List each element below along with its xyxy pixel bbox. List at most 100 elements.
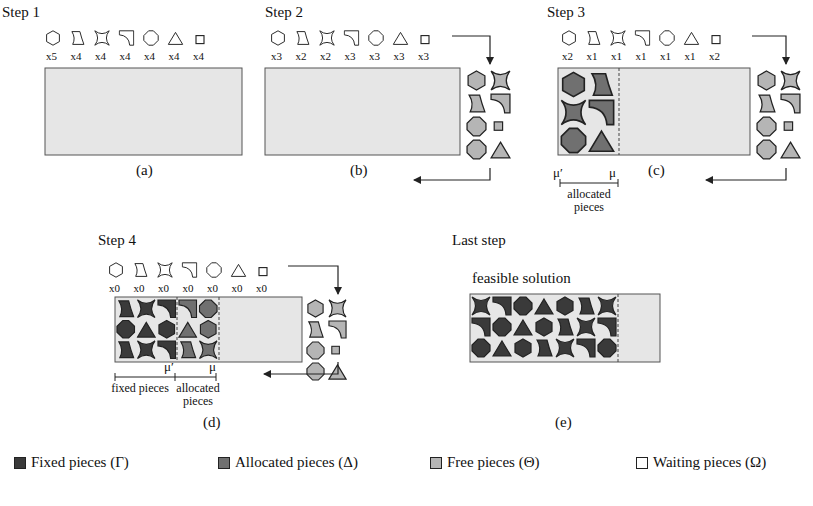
bracket-tick [115, 373, 116, 381]
figure-label: x2 [709, 50, 720, 62]
figure-label: x4 [169, 50, 180, 62]
piece-shape [598, 318, 616, 336]
piece-shape [72, 32, 84, 45]
piece-shape [369, 31, 383, 45]
dashed-line [618, 294, 619, 362]
figure-label: (d) [203, 414, 221, 431]
legend-item: Allocated pieces (Δ) [218, 454, 358, 471]
piece-shape [579, 298, 594, 314]
piece-shape [468, 71, 485, 90]
piece-shape [168, 32, 182, 44]
piece-shape [757, 117, 776, 136]
piece-shape [472, 339, 490, 357]
figure-label: x5 [46, 50, 57, 62]
figure-label: Last step [452, 232, 506, 249]
piece-shape [472, 318, 490, 336]
flow-arrow [752, 36, 786, 64]
figure-label: x1 [587, 50, 598, 62]
figure-label: x0 [109, 282, 120, 294]
legend-text: Allocated pieces (Δ) [235, 454, 358, 471]
piece-shape [781, 71, 800, 90]
figure-label: (e) [555, 414, 572, 431]
piece-shape [557, 297, 573, 315]
piece-shape [491, 94, 510, 113]
piece-shape [611, 31, 625, 45]
piece-shape [344, 31, 358, 45]
piece-shape [110, 263, 123, 277]
piece-shape [137, 300, 155, 318]
flow-arrow [288, 266, 338, 294]
figure-label: x1 [685, 50, 696, 62]
piece-shape [467, 140, 486, 159]
figure-label: (a) [136, 162, 153, 179]
figure-label: Step 2 [265, 4, 303, 21]
piece-shape [493, 318, 511, 336]
legend-swatch [636, 457, 648, 469]
figure-label: Step 1 [2, 4, 40, 21]
figure-label: x3 [345, 50, 356, 62]
piece-shape [307, 363, 324, 380]
piece-shape [493, 297, 511, 315]
piece-shape [119, 301, 134, 317]
piece-shape [536, 318, 552, 336]
piece-shape [259, 268, 267, 276]
piece-shape [182, 263, 196, 277]
piece-shape [598, 297, 616, 315]
figure-label: x0 [256, 282, 267, 294]
figure-label: Step 3 [547, 4, 585, 21]
piece-shape [684, 32, 698, 44]
dashed-line [177, 297, 178, 362]
piece-shape [577, 318, 595, 336]
legend-item: Free pieces (Θ) [430, 454, 539, 471]
piece-shape [556, 339, 574, 357]
piece-shape [332, 346, 340, 354]
piece-shape [535, 299, 553, 314]
figure-label: x1 [660, 50, 671, 62]
figure-label: x1 [636, 50, 647, 62]
container-strip [470, 294, 660, 362]
container-strip [558, 68, 750, 155]
piece-shape [781, 142, 800, 158]
piece-shape [199, 341, 217, 359]
piece-shape [781, 94, 800, 113]
piece-shape [119, 31, 133, 45]
piece-shape [158, 300, 176, 318]
piece-shape [119, 342, 134, 358]
piece-shape [421, 36, 429, 44]
piece-shape [515, 339, 531, 357]
figure-label: x2 [296, 50, 307, 62]
bracket-tick [216, 373, 217, 381]
figure-label: x0 [158, 282, 169, 294]
piece-shape [660, 31, 674, 45]
piece-shape [117, 320, 135, 338]
figure-label: x4 [95, 50, 106, 62]
piece-shape [158, 263, 172, 277]
piece-shape [159, 320, 175, 338]
piece-shape [47, 31, 60, 45]
piece-shape [309, 322, 323, 337]
figure-label: x0 [232, 282, 243, 294]
piece-shape [561, 128, 585, 152]
piece-shape [592, 74, 612, 96]
piece-shape [577, 339, 595, 357]
piece-shape [514, 297, 532, 315]
figure-label: μ′ [553, 166, 563, 180]
figure-label: (c) [648, 162, 665, 179]
piece-shape [784, 122, 792, 130]
piece-shape [588, 32, 600, 45]
piece-shape [598, 339, 616, 357]
piece-shape [158, 341, 176, 359]
piece-shape [329, 321, 346, 338]
piece-shape [329, 300, 346, 317]
container-strip [115, 297, 302, 362]
piece-shape [759, 95, 775, 112]
piece-shape [493, 341, 511, 356]
figure-label: μ [609, 166, 616, 180]
piece-shape [589, 100, 613, 124]
legend-text: Free pieces (Θ) [447, 454, 539, 471]
piece-shape [196, 36, 204, 44]
figure-label: Step 4 [98, 232, 136, 249]
piece-shape [563, 31, 576, 45]
piece-shape [757, 140, 776, 159]
